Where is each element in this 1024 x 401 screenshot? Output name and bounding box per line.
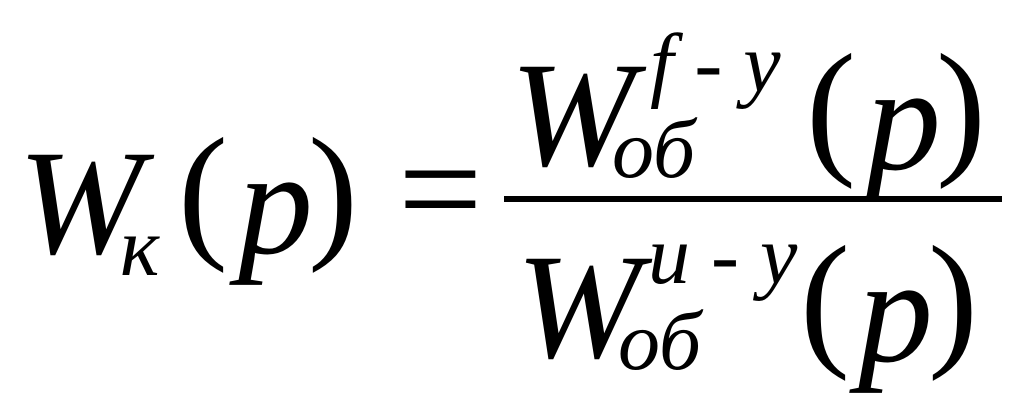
- numerator-symbol: W: [510, 32, 635, 198]
- denominator-symbol: W: [516, 224, 641, 390]
- denominator-superscript: u - y: [648, 209, 798, 302]
- fraction-bar: [504, 196, 1002, 202]
- numerator-argument: p: [866, 36, 941, 202]
- denominator-argument: p: [858, 228, 933, 394]
- lhs-argument: p: [238, 120, 313, 286]
- lhs-open-paren: (: [178, 108, 228, 274]
- equals-sign: =: [398, 106, 483, 272]
- denominator-subscript: об: [618, 295, 702, 388]
- numerator-superscript: f - y: [650, 17, 781, 110]
- numerator-subscript: об: [612, 103, 696, 196]
- denominator-close-paren: ): [928, 216, 978, 382]
- numerator-open-paren: (: [806, 24, 856, 190]
- denominator-open-paren: (: [800, 216, 850, 382]
- lhs-symbol: W: [18, 120, 143, 286]
- numerator-close-paren: ): [936, 24, 986, 190]
- lhs-close-paren: ): [308, 108, 358, 274]
- lhs-subscript: к: [120, 201, 160, 294]
